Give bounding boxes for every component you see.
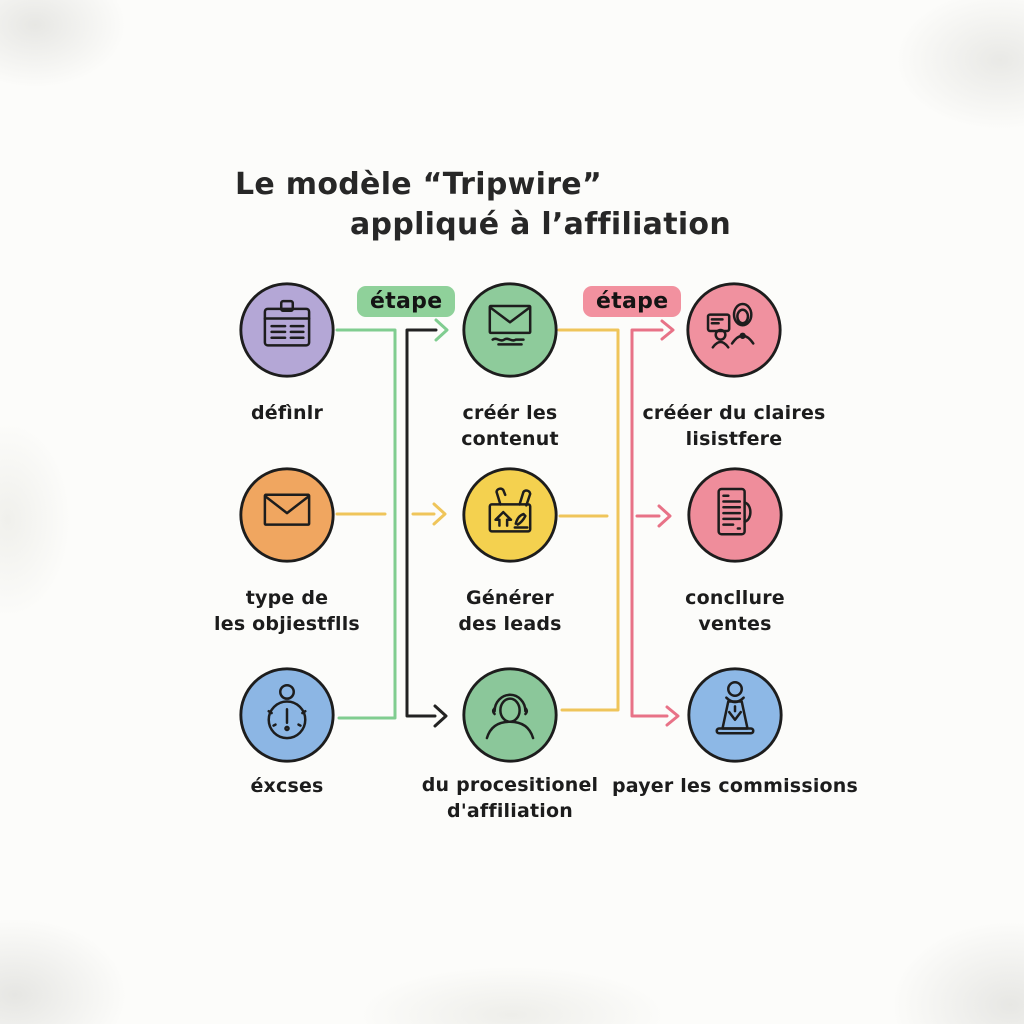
node-label-processionel: du procesitionel d'affiliation	[421, 774, 599, 822]
node-circle	[462, 667, 558, 763]
diagram-title-line1: Le modèle “Tripwire”	[235, 167, 602, 202]
node-creer-contenu	[460, 280, 560, 380]
connector-pink-bracket	[630, 328, 669, 718]
node-creer-claires	[684, 280, 784, 380]
arrowhead-pink-top	[660, 319, 675, 341]
connector-yellow-bracket	[557, 328, 620, 712]
node-label-excses: éxcses	[250, 775, 324, 797]
arrowhead-yellow-row2	[432, 502, 447, 526]
node-label-creer-claires: crééer du claires lisistfere	[642, 402, 826, 450]
arrowhead-black-bottom	[433, 704, 448, 728]
node-conclure-ventes	[685, 465, 785, 565]
connector-black-bracket	[405, 328, 438, 718]
node-circle	[462, 282, 558, 378]
node-label-type-objectifs: type de les objiestflls	[214, 587, 360, 635]
node-circle	[687, 667, 783, 763]
node-label-generer-leads: Générer des leads	[458, 587, 562, 635]
arrowhead-green-top	[434, 318, 449, 342]
person-icon	[485, 693, 535, 740]
envelope-icon	[263, 493, 311, 526]
node-definir	[237, 280, 337, 380]
arrowhead-pink-bottom	[665, 705, 680, 727]
etape-badge-pink: étape	[583, 286, 682, 317]
node-label-conclure-ventes: concllure ventes	[685, 587, 785, 635]
diagram-title-line2: appliqué à l’affiliation	[350, 207, 731, 242]
whiteboard-icon	[263, 299, 311, 347]
connector-green-bracket	[335, 328, 397, 720]
arrowhead-pink-row2	[657, 504, 672, 528]
node-processionel	[460, 665, 560, 765]
node-circle	[239, 467, 335, 563]
node-circle	[687, 467, 783, 563]
document-icon	[717, 487, 752, 536]
node-circle	[239, 282, 335, 378]
stopwatch-icon	[267, 683, 307, 740]
node-excses	[237, 665, 337, 765]
node-label-creer-contenu: créér les contenut	[461, 402, 559, 450]
envelope-lines-icon	[488, 304, 532, 346]
node-circle	[462, 467, 558, 563]
node-type-objectifs	[237, 465, 337, 565]
person-podium-icon	[715, 681, 755, 735]
node-circle	[686, 282, 782, 378]
node-label-payer-commissions: payer les commissions	[611, 775, 859, 797]
lead-box-icon	[488, 487, 532, 533]
node-payer-commissions	[685, 665, 785, 765]
people-presentation-icon	[706, 302, 755, 349]
node-label-definir: défìnlr	[250, 402, 324, 424]
etape-badge-green: étape	[357, 286, 456, 317]
node-generer-leads	[460, 465, 560, 565]
